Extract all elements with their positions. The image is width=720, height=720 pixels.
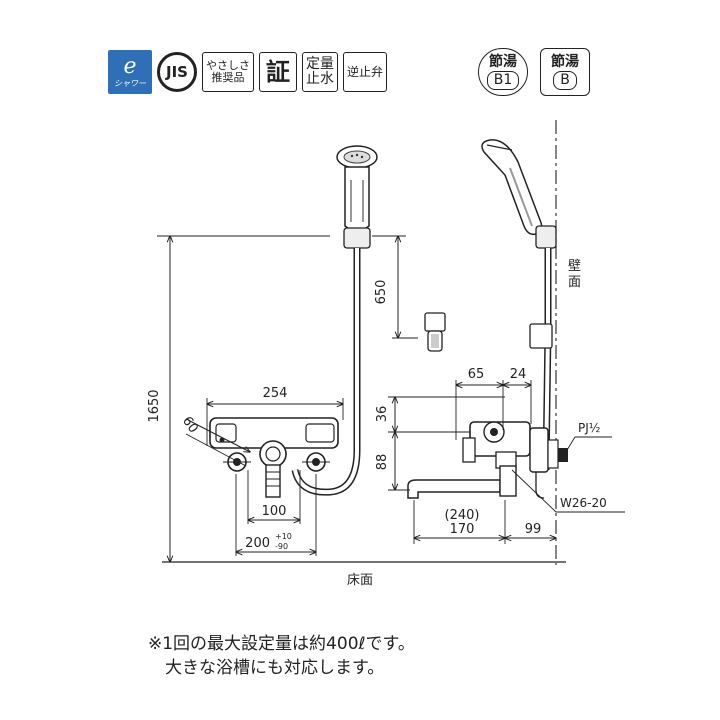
dim-36-label: 36 [375,406,390,423]
dim-1650-label: 1650 [147,389,162,422]
jis-logo: JIS [157,52,197,92]
note-line-1: ※1回の最大設定量は約400ℓです。 [148,634,415,654]
note-block: ※1回の最大設定量は約400ℓです。 大きな浴槽にも対応します。 [148,632,415,680]
dim-36-88: 36 88 [375,397,505,490]
teiryo-line1: 定量 [306,56,334,72]
wall-label-bottom: 面 [568,275,581,290]
dim-240-label: (240) [445,508,480,523]
pj-label: PJ½ [578,421,600,435]
w26-leader: W26-20 [511,469,625,513]
spare-holder [424,312,446,352]
dim-99-label: 99 [525,522,542,537]
yasashisa-line1: やさしさ [206,59,250,72]
shower-holder-front [343,227,371,249]
w26-label: W26-20 [560,496,607,510]
dim-60-label: 60 [179,414,201,436]
certification-row: e シャワー JIS やさしさ 推奨品 証 定量 止水 逆止弁 [108,50,388,94]
gyakushiben-badge: 逆止弁 [343,52,388,92]
dim-200-label: 200 [245,536,270,551]
mixer-body-front [209,417,339,498]
yasashisa-line2: 推奨品 [211,71,245,84]
wall-label-top: 壁 [568,259,581,274]
dim-65-label: 65 [468,367,485,382]
floor-label: 床面 [347,573,373,588]
note-line-2: 大きな浴槽にも対応します。 [165,658,385,678]
setsuyu-b1-bottom: B1 [486,71,520,90]
setsuyu-b1-badge: 節湯 B1 [478,48,528,96]
pj-leader: PJ½ [563,421,612,456]
shower-head-front [336,145,378,232]
dim-100: 100 [248,470,300,524]
mixer-body-side [462,421,568,473]
eco-shower-logo: e シャワー [108,50,152,94]
eco-logo-sub: シャワー [114,78,146,88]
dim-65-24: 65 24 [456,367,531,440]
dim-650-label: 650 [374,280,389,305]
shower-head-side [481,139,557,249]
dim-200: 200 +10 -90 [236,474,316,556]
dim-650: 650 [372,236,418,338]
dim-170-label: 170 [450,522,475,537]
dim-100-label: 100 [262,504,287,519]
eco-logo-mark: e [123,53,137,79]
dim-200-tol-minus: -90 [275,542,288,551]
sho-badge: 証 [259,52,297,92]
dim-24-label: 24 [510,367,527,382]
dim-1650: 1650 [147,236,330,562]
setsuyu-b-top: 節湯 [551,54,579,70]
shower-hose-front [291,248,361,496]
teiryo-line2: 止水 [306,71,334,87]
setsuyu-b1-top: 節湯 [489,54,517,70]
slide-holder-side [529,323,553,349]
teiryo-shisui-badge: 定量 止水 [302,52,338,92]
dim-254-label: 254 [263,386,288,401]
setsuyu-b-badge: 節湯 B [540,48,590,96]
dim-240-170-99: (240) 170 99 [414,500,556,544]
dim-88-label: 88 [375,454,390,471]
setsuyu-b-bottom: B [553,71,577,90]
dim-254: 254 [207,386,343,446]
dim-200-tol-plus: +10 [275,532,292,541]
spout-side [407,479,501,499]
yasashisa-badge: やさしさ 推奨品 [202,52,254,92]
